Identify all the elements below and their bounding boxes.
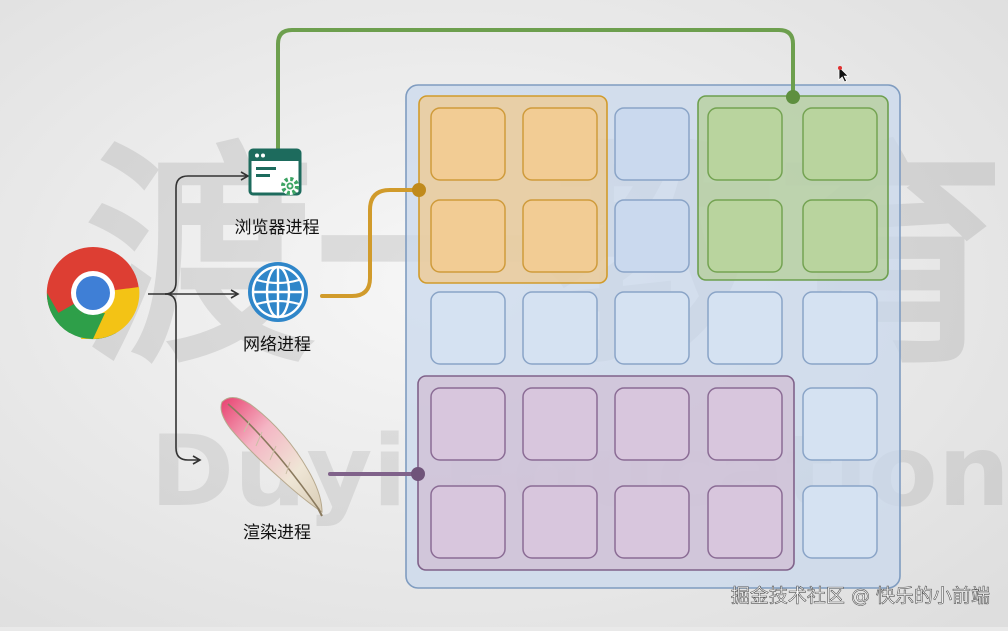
memory-cell: [707, 199, 783, 273]
memory-cell: [802, 199, 878, 273]
browser-connector-dot: [786, 90, 800, 104]
memory-cell: [430, 107, 506, 181]
memory-cell: [707, 387, 783, 461]
credit-watermark: 掘金技术社区 @ 快乐的小前端: [731, 585, 990, 607]
memory-cell: [522, 199, 598, 273]
mouse-cursor-icon: [838, 66, 850, 83]
memory-cell: [802, 291, 878, 365]
memory-cell: [614, 107, 690, 181]
memory-cell: [522, 291, 598, 365]
memory-cell: [614, 199, 690, 273]
browser-process-label: 浏览器进程: [235, 218, 320, 238]
memory-cell: [614, 485, 690, 559]
memory-cell: [522, 387, 598, 461]
network-process-label: 网络进程: [243, 335, 311, 355]
memory-cell: [522, 485, 598, 559]
memory-cell: [802, 107, 878, 181]
memory-cell: [430, 387, 506, 461]
memory-cell: [430, 199, 506, 273]
memory-cells: [430, 107, 878, 559]
memory-cell: [614, 291, 690, 365]
memory-cell: [802, 485, 878, 559]
globe-icon: [248, 262, 308, 322]
chrome-logo-icon: [46, 247, 140, 340]
branch-arrows: [148, 171, 250, 465]
memory-cell: [707, 485, 783, 559]
render-process-label: 渲染进程: [243, 523, 311, 543]
arrow-to-browser-process: [164, 171, 250, 295]
render-connector-dot: [411, 467, 425, 481]
memory-cell: [707, 291, 783, 365]
feather-icon: [220, 397, 323, 517]
memory-cell: [707, 107, 783, 181]
network-connector: [320, 188, 421, 298]
memory-cell: [522, 107, 598, 181]
browser-connector: [276, 28, 795, 152]
memory-cell: [430, 485, 506, 559]
memory-cell: [802, 387, 878, 461]
memory-cell: [430, 291, 506, 365]
browser-window-gear-icon: [248, 148, 302, 196]
memory-cell: [614, 387, 690, 461]
arrow-to-render-process: [164, 293, 202, 465]
network-connector-dot: [412, 183, 426, 197]
